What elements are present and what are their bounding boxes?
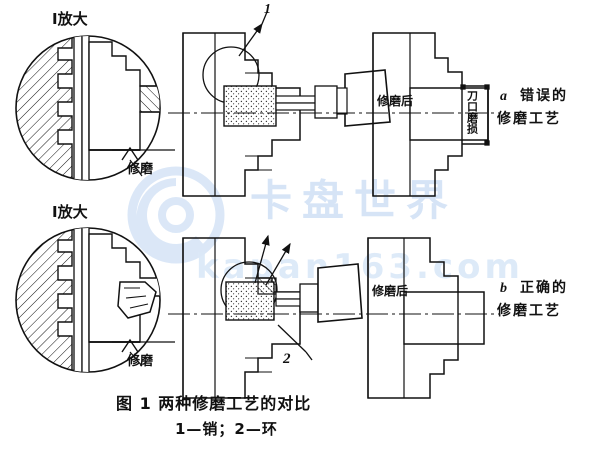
upper-pointer-leader-1: [238, 11, 268, 57]
upper-wear-callout-box: [460, 84, 490, 146]
upper-grinding-wheel: [314, 69, 391, 127]
upper-conclusion-letter: a: [500, 89, 507, 104]
watermark-logo-icon: [127, 166, 225, 264]
upper-wear-vertical-label: 刀口磨损: [465, 90, 479, 134]
watermark-main-text: 卡盘世界: [250, 176, 458, 225]
lower-right-chuck-body: [367, 237, 485, 399]
lower-pointer-label-2: 2: [283, 351, 291, 367]
lower-conclusion-letter: b: [500, 281, 507, 296]
upper-after-grind-label: 修磨后: [377, 94, 414, 108]
upper-workpiece-block: [223, 85, 277, 127]
lower-detail-title: I放大: [52, 203, 88, 221]
upper-detail-callout-label: 修磨: [127, 162, 154, 177]
figure-caption-title: 图 1 两种修磨工艺的对比: [116, 394, 312, 413]
lower-grinding-wheel: [299, 263, 363, 323]
upper-conclusion-line2: 修磨工艺: [497, 111, 561, 127]
upper-detail-callout-leader: [112, 146, 175, 177]
lower-tool-pointer-leader: [254, 234, 291, 286]
figure-caption-legend: 1—销；2—环: [175, 420, 278, 438]
lower-detail-callout-label: 修磨: [127, 354, 154, 369]
lower-detail-callout-leader: [112, 338, 175, 367]
lower-conclusion-line2: 修磨工艺: [497, 303, 561, 319]
lower-conclusion-line1: 正确的: [520, 280, 568, 296]
lower-after-grind-label: 修磨后: [372, 284, 409, 298]
upper-right-chuck-body: [372, 32, 489, 197]
lower-left-chuck-body: [182, 237, 301, 399]
upper-left-chuck-body: [182, 32, 301, 197]
upper-pointer-label-1: 1: [264, 2, 271, 17]
lower-pointer-leader-2: [277, 324, 313, 361]
upper-detail-title: I放大: [52, 10, 88, 28]
upper-conclusion-line1: 错误的: [520, 88, 568, 104]
